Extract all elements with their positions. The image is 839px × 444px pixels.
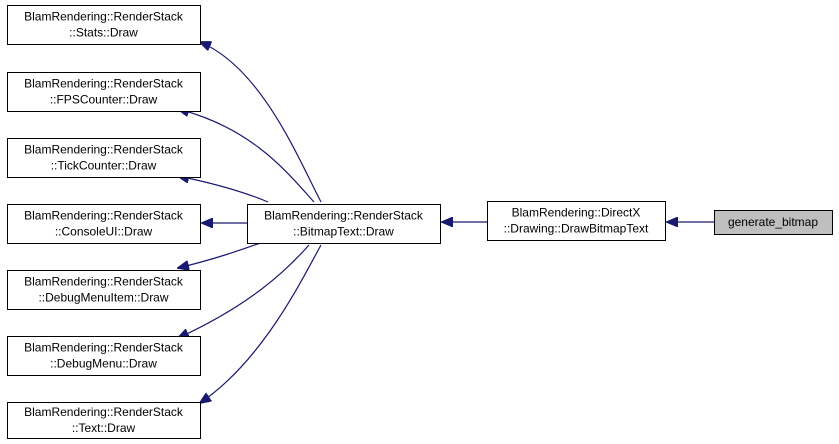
edge-bitmaptext-to-debugitem: [178, 240, 267, 268]
edge-bitmaptext-to-tick: [178, 176, 269, 203]
node-box[interactable]: [487, 201, 666, 241]
node-box[interactable]: [714, 210, 833, 235]
edges-layer: [178, 42, 714, 403]
node-label-line: ::DebugMenuItem::Draw: [38, 291, 168, 305]
node-label-line: BlamRendering::DirectX: [512, 206, 641, 220]
node-box[interactable]: [7, 336, 201, 376]
node-label-line: BlamRendering::RenderStack: [24, 275, 184, 289]
node-debugmenu[interactable]: BlamRendering::RenderStack::DebugMenu::D…: [7, 336, 201, 376]
node-bitmaptext[interactable]: BlamRendering::RenderStack::BitmapText::…: [247, 204, 441, 244]
node-label-line: ::FPSCounter::Draw: [50, 93, 158, 107]
edge-bitmaptext-to-stats: [200, 42, 322, 203]
node-fps[interactable]: BlamRendering::RenderStack::FPSCounter::…: [7, 72, 201, 112]
node-label-line: BlamRendering::RenderStack: [24, 143, 184, 157]
node-debugitem[interactable]: BlamRendering::RenderStack::DebugMenuIte…: [7, 270, 201, 310]
node-console[interactable]: BlamRendering::RenderStack::ConsoleUI::D…: [7, 204, 201, 244]
edge-bitmaptext-to-fps: [178, 109, 315, 203]
node-label-line: BlamRendering::RenderStack: [24, 405, 184, 419]
node-label-line: BlamRendering::RenderStack: [24, 77, 184, 91]
node-box[interactable]: [7, 5, 201, 45]
node-box[interactable]: [7, 270, 201, 310]
nodes-layer: BlamRendering::RenderStack::Stats::DrawB…: [7, 5, 833, 439]
node-label-line: ::Text::Draw: [72, 421, 136, 435]
node-label-line: ::TickCounter::Draw: [51, 159, 157, 173]
node-label-line: BlamRendering::RenderStack: [24, 341, 184, 355]
node-generate[interactable]: generate_bitmap: [714, 210, 833, 235]
node-box[interactable]: [7, 138, 201, 178]
node-tick[interactable]: BlamRendering::RenderStack::TickCounter:…: [7, 138, 201, 178]
node-box[interactable]: [7, 402, 201, 439]
node-label-line: BlamRendering::RenderStack: [264, 209, 424, 223]
node-label-line: ::Stats::Draw: [69, 26, 138, 40]
node-stats[interactable]: BlamRendering::RenderStack::Stats::Draw: [7, 5, 201, 45]
node-label-line: ::DebugMenu::Draw: [50, 357, 157, 371]
node-box[interactable]: [7, 72, 201, 112]
node-label-line: generate_bitmap: [728, 215, 818, 229]
node-text[interactable]: BlamRendering::RenderStack::Text::Draw: [7, 402, 201, 439]
edge-bitmaptext-to-text: [200, 244, 322, 403]
node-label-line: ::BitmapText::Draw: [293, 225, 394, 239]
node-label-line: BlamRendering::RenderStack: [24, 10, 184, 24]
node-box[interactable]: [247, 204, 441, 244]
node-label-line: ::ConsoleUI::Draw: [55, 225, 153, 239]
node-drawbitmap[interactable]: BlamRendering::DirectX::Drawing::DrawBit…: [487, 201, 666, 241]
edge-bitmaptext-to-debugmenu: [178, 244, 310, 338]
node-label-line: BlamRendering::RenderStack: [24, 209, 184, 223]
node-box[interactable]: [7, 204, 201, 244]
node-label-line: ::Drawing::DrawBitmapText: [504, 222, 649, 236]
